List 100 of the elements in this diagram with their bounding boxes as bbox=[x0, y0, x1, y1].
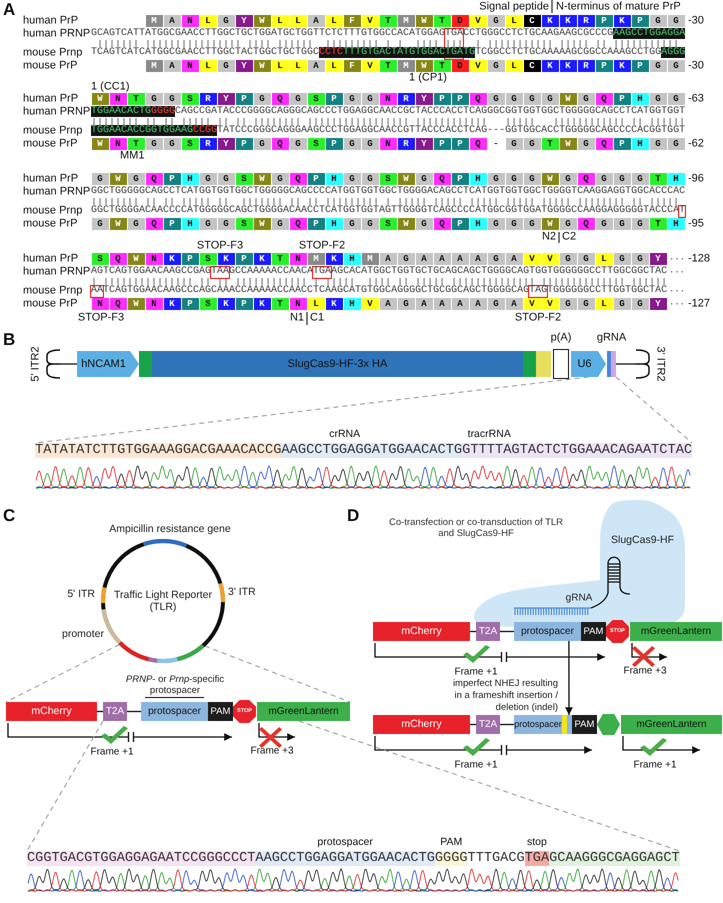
residue-tile: Y bbox=[416, 138, 432, 150]
residue-tile: F bbox=[344, 60, 360, 72]
residue-tile: G bbox=[272, 173, 288, 185]
residue-tile: M bbox=[398, 15, 414, 27]
peptide-box: T2A bbox=[103, 702, 127, 721]
residue-tile: G bbox=[650, 15, 666, 27]
residue-tile: N bbox=[290, 253, 306, 265]
codon-frame: TGA TGA bbox=[444, 28, 464, 60]
residue-tile: C bbox=[524, 15, 540, 27]
residue-tile: G bbox=[614, 253, 630, 265]
frame-label: Frame +1 bbox=[90, 746, 134, 758]
vector-element: hNCAM1 bbox=[77, 351, 139, 377]
residue-tile: N bbox=[182, 15, 198, 27]
residue-tile: L bbox=[326, 60, 342, 72]
residue-tile: P bbox=[164, 218, 180, 230]
backbone-line bbox=[127, 710, 141, 712]
residue-tile: S bbox=[308, 138, 324, 150]
residue-tile: K bbox=[326, 298, 342, 310]
residue-tile: T bbox=[128, 138, 144, 150]
region-label: stop bbox=[526, 836, 547, 848]
row-label: mouse PrP bbox=[23, 60, 78, 72]
residue-tile: S bbox=[200, 253, 216, 265]
residue-tile: G bbox=[218, 173, 234, 185]
residue-tile: H bbox=[344, 298, 360, 310]
residue-tile: T bbox=[128, 93, 144, 105]
vector-segment bbox=[139, 351, 152, 377]
residue-tile: P bbox=[614, 138, 630, 150]
residue-tile: M bbox=[308, 253, 324, 265]
residue-tile: P bbox=[434, 138, 450, 150]
residue-tile: G bbox=[668, 93, 684, 105]
residue-tile: Q bbox=[434, 173, 450, 185]
residue-tile: P bbox=[614, 93, 630, 105]
residue-tile: M bbox=[398, 60, 414, 72]
residue-tile: G bbox=[614, 218, 630, 230]
residue-tile: T bbox=[380, 60, 396, 72]
residue-tile: G bbox=[254, 93, 270, 105]
residue-tile: L bbox=[272, 15, 288, 27]
residue-tile: T bbox=[650, 218, 666, 230]
row-label: human PrP bbox=[23, 172, 78, 186]
gap-mark: - bbox=[494, 138, 498, 150]
residue-tile: G bbox=[488, 298, 504, 310]
residue-tile: G bbox=[614, 298, 630, 310]
zoom-line bbox=[204, 646, 350, 702]
gene-box: mCherry bbox=[6, 702, 97, 721]
part-label: promoter bbox=[62, 628, 104, 640]
residue-tile: A bbox=[470, 253, 486, 265]
row-label: mouse Prnp bbox=[23, 204, 82, 218]
residue-tile: G bbox=[524, 173, 540, 185]
residue-tile: G bbox=[560, 253, 576, 265]
continuation-dots: ··· bbox=[670, 253, 686, 265]
residue-tile: G bbox=[578, 93, 594, 105]
residue-tile: G bbox=[506, 138, 522, 150]
residue-tile: G bbox=[254, 138, 270, 150]
position-number: -95 bbox=[688, 218, 704, 230]
residue-tile: W bbox=[92, 138, 108, 150]
residue-tile: S bbox=[236, 218, 252, 230]
position-number: -30 bbox=[688, 60, 704, 72]
residue-tile: Q bbox=[470, 138, 486, 150]
residue-tile: A bbox=[434, 298, 450, 310]
dna-sequence: CGGTGACGTGGAGGAGAATCCGGGCCCTAAGCCTGGAGGATGGAACACTGGGGGTTTGACGTGAGCAAGGGCGAGGAGCT bbox=[27, 851, 680, 867]
residue-tile: Q bbox=[272, 93, 288, 105]
residue-tile: T bbox=[650, 173, 666, 185]
motif-box: PAM bbox=[572, 715, 597, 734]
residue-tile: G bbox=[560, 173, 576, 185]
residue-tile: L bbox=[290, 60, 306, 72]
residue-tile: G bbox=[650, 93, 666, 105]
residue-tile: W bbox=[254, 218, 270, 230]
residue-tile: Y bbox=[650, 298, 666, 310]
hexagon-marker bbox=[597, 714, 620, 735]
residue-tile: V bbox=[362, 15, 378, 27]
residue-tile: Y bbox=[218, 93, 234, 105]
residue-tile: K bbox=[542, 15, 558, 27]
residue-tile: T bbox=[272, 253, 288, 265]
residue-tile: A bbox=[164, 60, 180, 72]
residue-tile: T bbox=[380, 15, 396, 27]
residue-tile: Y bbox=[218, 138, 234, 150]
residue-tile: G bbox=[200, 173, 216, 185]
residue-tile: P bbox=[452, 173, 468, 185]
residue-tile: G bbox=[398, 298, 414, 310]
residue-tile: Q bbox=[110, 253, 126, 265]
dna-sequence: GGCTGGGGACAACCCCATGGGGGCAGCTGGGGACAACCTCATGGTGGTAGTTGGGGTCAGCCCCATGGCGGTGGATGGGGCCAAGGAGGGGGTACCCA bbox=[91, 205, 680, 217]
residue-tile: N bbox=[146, 253, 162, 265]
residue-tile: W bbox=[398, 173, 414, 185]
position-number: -63 bbox=[688, 92, 704, 106]
enzyme-label: SlugCas9-HF bbox=[611, 534, 674, 546]
residue-tile: K bbox=[326, 253, 342, 265]
vector-segment bbox=[523, 351, 536, 377]
residue-tile: R bbox=[578, 60, 594, 72]
annotation-label: PRNP- or Prnp-specific protospacer bbox=[124, 675, 226, 697]
backbone-line bbox=[500, 724, 514, 726]
row-label: mouse Prnp bbox=[23, 46, 82, 60]
frame-label: Frame +3 bbox=[250, 745, 294, 757]
residue-tile: H bbox=[668, 218, 684, 230]
residue-tile: K bbox=[542, 60, 558, 72]
residue-tile: G bbox=[578, 298, 594, 310]
residue-tile: K bbox=[254, 298, 270, 310]
edge-label: imperfect NHEJ resulting in a frameshift insertion / deletion (indel) bbox=[452, 678, 558, 714]
residue-tile: G bbox=[506, 218, 522, 230]
residue-tile: G bbox=[362, 93, 378, 105]
residue-tile: A bbox=[164, 15, 180, 27]
